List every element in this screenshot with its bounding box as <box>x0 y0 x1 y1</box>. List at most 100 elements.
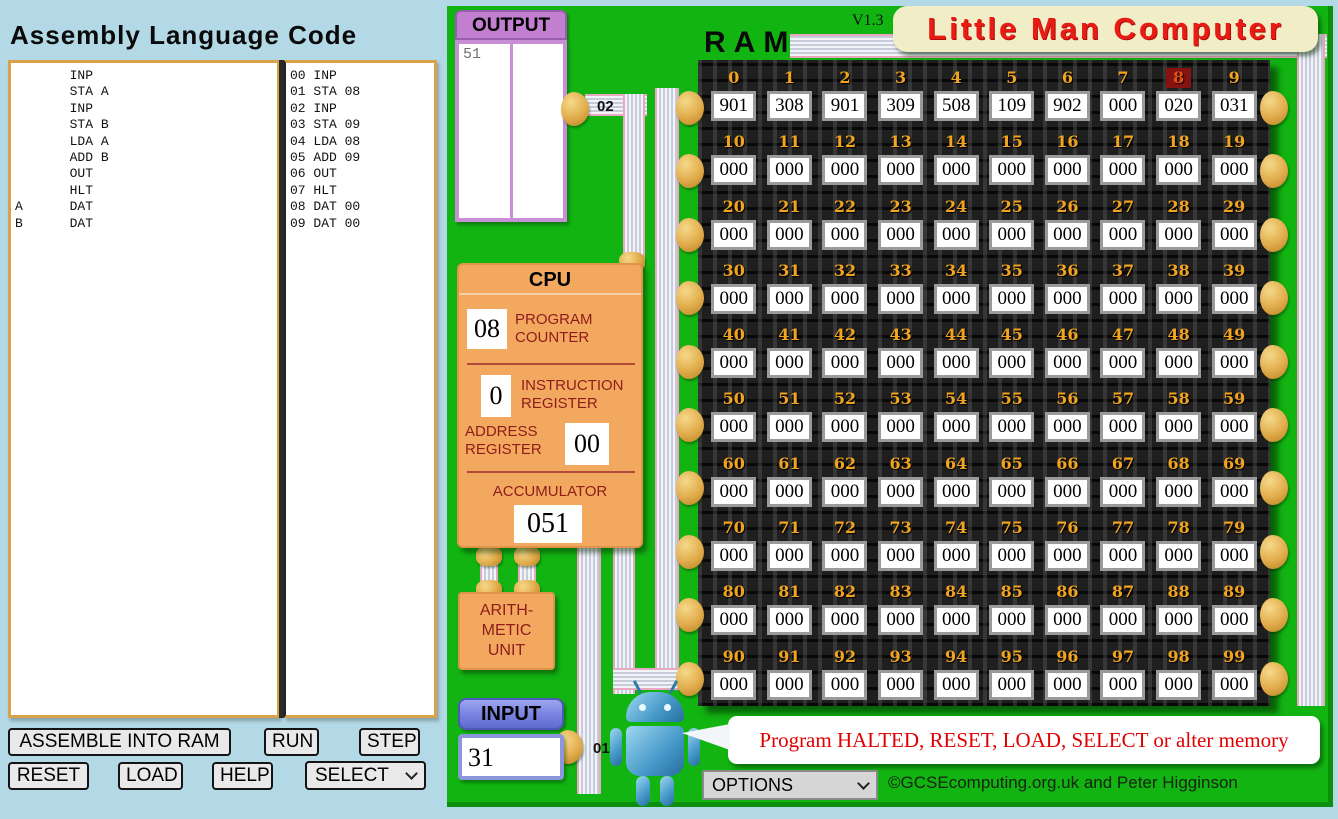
assemble-into-ram-button[interactable]: ASSEMBLE INTO RAM <box>8 728 231 756</box>
ram-value[interactable]: 000 <box>989 155 1035 186</box>
ram-value[interactable]: 901 <box>822 91 868 121</box>
ram-value[interactable]: 000 <box>989 476 1035 507</box>
options-dropdown[interactable]: OPTIONS <box>702 770 878 800</box>
ram-value[interactable]: 000 <box>766 541 812 572</box>
ram-value[interactable]: 000 <box>1100 605 1146 636</box>
ram-value[interactable]: 000 <box>933 605 979 636</box>
source-code-editor[interactable]: INP STA A INP STA B LDA A ADD B OUT HLT … <box>8 60 280 718</box>
ram-value[interactable]: 000 <box>766 219 812 250</box>
ram-value[interactable]: 000 <box>1211 541 1257 572</box>
reset-button[interactable]: RESET <box>8 762 89 790</box>
ram-value[interactable]: 000 <box>878 283 924 314</box>
ram-value[interactable]: 000 <box>1156 348 1202 379</box>
ram-value[interactable]: 020 <box>1156 91 1202 121</box>
ram-value[interactable]: 000 <box>1156 155 1202 186</box>
ram-value[interactable]: 000 <box>711 219 757 250</box>
ram-value[interactable]: 000 <box>933 219 979 250</box>
ram-value[interactable]: 000 <box>1211 283 1257 314</box>
ram-value[interactable]: 000 <box>711 541 757 572</box>
ram-value[interactable]: 000 <box>878 155 924 186</box>
load-button[interactable]: LOAD <box>118 762 183 790</box>
program-counter-value[interactable]: 08 <box>467 309 507 349</box>
accumulator-value[interactable]: 051 <box>514 505 582 543</box>
ram-value[interactable]: 000 <box>1100 348 1146 379</box>
ram-value[interactable]: 000 <box>933 348 979 379</box>
ram-value[interactable]: 000 <box>878 348 924 379</box>
ram-value[interactable]: 000 <box>711 283 757 314</box>
ram-value[interactable]: 000 <box>989 348 1035 379</box>
ram-value[interactable]: 000 <box>878 605 924 636</box>
ram-value[interactable]: 000 <box>766 283 812 314</box>
ram-value[interactable]: 309 <box>878 91 924 121</box>
ram-value[interactable]: 000 <box>1211 348 1257 379</box>
ram-value[interactable]: 000 <box>878 476 924 507</box>
ram-value[interactable]: 000 <box>711 605 757 636</box>
ram-value[interactable]: 000 <box>711 348 757 379</box>
ram-value[interactable]: 000 <box>1044 348 1090 379</box>
ram-value[interactable]: 000 <box>1156 605 1202 636</box>
ram-value[interactable]: 000 <box>1044 412 1090 443</box>
source-code-text[interactable]: INP STA A INP STA B LDA A ADD B OUT HLT … <box>15 68 109 231</box>
ram-value[interactable]: 000 <box>1100 541 1146 572</box>
ram-value[interactable]: 000 <box>1044 283 1090 314</box>
ram-value[interactable]: 000 <box>1156 283 1202 314</box>
instruction-register-value[interactable]: 0 <box>481 375 511 417</box>
ram-value[interactable]: 000 <box>1211 669 1257 700</box>
ram-value[interactable]: 000 <box>878 219 924 250</box>
ram-value[interactable]: 000 <box>989 669 1035 700</box>
run-button[interactable]: RUN <box>264 728 319 756</box>
ram-value[interactable]: 000 <box>822 155 868 186</box>
ram-value[interactable]: 000 <box>1100 476 1146 507</box>
ram-value[interactable]: 000 <box>933 669 979 700</box>
ram-value[interactable]: 000 <box>1044 219 1090 250</box>
ram-value[interactable]: 508 <box>933 91 979 121</box>
ram-value[interactable]: 000 <box>989 605 1035 636</box>
ram-value[interactable]: 000 <box>933 476 979 507</box>
ram-value[interactable]: 000 <box>766 476 812 507</box>
input-field[interactable]: 31 <box>458 734 564 780</box>
ram-value[interactable]: 000 <box>766 605 812 636</box>
ram-value[interactable]: 000 <box>1044 155 1090 186</box>
ram-value[interactable]: 000 <box>822 283 868 314</box>
ram-value[interactable]: 000 <box>711 476 757 507</box>
ram-value[interactable]: 000 <box>711 669 757 700</box>
ram-value[interactable]: 000 <box>1156 219 1202 250</box>
ram-value[interactable]: 000 <box>989 541 1035 572</box>
ram-value[interactable]: 000 <box>1156 541 1202 572</box>
ram-value[interactable]: 000 <box>933 412 979 443</box>
ram-value[interactable]: 000 <box>822 348 868 379</box>
ram-value[interactable]: 000 <box>1211 605 1257 636</box>
ram-value[interactable]: 000 <box>1211 219 1257 250</box>
ram-value[interactable]: 000 <box>1100 412 1146 443</box>
ram-value[interactable]: 000 <box>1156 412 1202 443</box>
ram-value[interactable]: 000 <box>1044 476 1090 507</box>
ram-value[interactable]: 000 <box>822 412 868 443</box>
ram-value[interactable]: 000 <box>1100 669 1146 700</box>
ram-value[interactable]: 000 <box>1156 476 1202 507</box>
ram-value[interactable]: 000 <box>878 412 924 443</box>
ram-value[interactable]: 902 <box>1044 91 1090 121</box>
ram-value[interactable]: 000 <box>1044 605 1090 636</box>
select-program-dropdown[interactable]: SELECT <box>305 761 426 790</box>
ram-value[interactable]: 000 <box>933 283 979 314</box>
ram-value[interactable]: 000 <box>1211 476 1257 507</box>
ram-value[interactable]: 000 <box>1211 412 1257 443</box>
ram-value[interactable]: 000 <box>1044 541 1090 572</box>
ram-value[interactable]: 000 <box>989 412 1035 443</box>
ram-value[interactable]: 000 <box>1156 669 1202 700</box>
ram-value[interactable]: 000 <box>766 669 812 700</box>
ram-value[interactable]: 000 <box>933 155 979 186</box>
ram-value[interactable]: 000 <box>878 669 924 700</box>
ram-value[interactable]: 109 <box>989 91 1035 121</box>
ram-value[interactable]: 000 <box>1100 219 1146 250</box>
ram-value[interactable]: 000 <box>711 155 757 186</box>
ram-value[interactable]: 000 <box>1100 283 1146 314</box>
ram-value[interactable]: 000 <box>822 476 868 507</box>
ram-value[interactable]: 000 <box>878 541 924 572</box>
ram-value[interactable]: 000 <box>933 541 979 572</box>
ram-value[interactable]: 901 <box>711 91 757 121</box>
ram-value[interactable]: 000 <box>822 541 868 572</box>
ram-value[interactable]: 000 <box>822 669 868 700</box>
ram-value[interactable]: 000 <box>766 348 812 379</box>
help-button[interactable]: HELP <box>212 762 273 790</box>
